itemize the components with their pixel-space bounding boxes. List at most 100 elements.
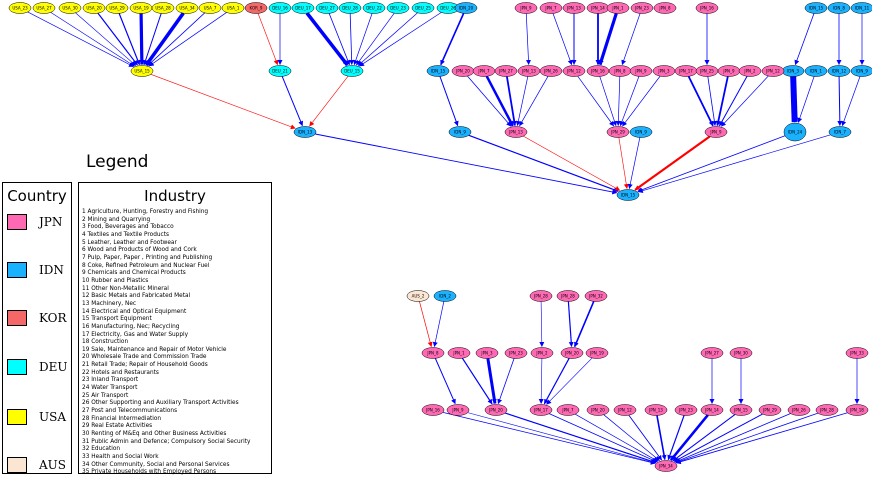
graph-node: JPN_29	[606, 126, 630, 138]
graph-node-label: JPN_28	[819, 407, 834, 412]
graph-edge	[281, 76, 304, 127]
graph-node-shape	[654, 460, 678, 472]
industry-item: 10 Rubber and Plastics	[82, 277, 149, 284]
industry-item: 26 Other Supporting and Auxiliary Transp…	[82, 400, 239, 407]
graph-node-shape	[630, 2, 654, 14]
graph-edge	[637, 134, 831, 194]
graph-node: IDN_8	[827, 2, 851, 14]
graph-node-label: JPN_7	[544, 5, 557, 10]
industry-item: 7 Pulp, Paper, Paper , Printing and Publ…	[82, 254, 213, 261]
graph-node: USA_30	[58, 2, 82, 14]
graph-node-shape	[105, 2, 129, 14]
graph-node-shape	[815, 404, 839, 416]
graph-node-shape	[584, 290, 608, 302]
graph-edge	[515, 76, 529, 127]
graph-node-shape	[804, 65, 828, 77]
graph-node: JPN_25	[695, 65, 719, 77]
graph-node-label: JPN_12	[765, 68, 780, 73]
graph-node-shape	[700, 347, 724, 359]
graph-node: JPN_29	[758, 404, 782, 416]
country-label: USA	[39, 410, 66, 424]
graph-node-label: DEU_15	[344, 68, 360, 73]
graph-edge	[519, 76, 549, 127]
graph-node-label: JPN_7	[561, 407, 574, 412]
graph-node-label: IDN_9	[454, 129, 466, 134]
graph-edge	[497, 358, 515, 405]
industry-item: 13 Machinery, Nec	[82, 300, 137, 307]
graph-node-label: JPN_29	[610, 129, 625, 134]
graph-node-label: JPN_14	[704, 407, 719, 412]
graph-edge	[440, 13, 465, 66]
graph-node: JPN_3	[652, 65, 676, 77]
graph-node: JPN_27	[494, 65, 518, 77]
country-label: IDN	[39, 263, 64, 277]
graph-node-label: IDN_1	[810, 68, 822, 73]
industry-item: 16 Manufacturing, Nec; Recycling	[82, 323, 180, 330]
graph-edge	[97, 12, 138, 66]
graph-node-shape	[530, 347, 554, 359]
graph-node-shape	[130, 65, 154, 77]
graph-node-shape	[82, 2, 106, 14]
graph-edge	[637, 135, 786, 193]
graph-edge	[627, 137, 641, 190]
graph-node-shape	[446, 404, 470, 416]
graph-edge	[667, 415, 685, 461]
graph-node: JPN_2	[530, 347, 554, 359]
graph-node: JPN_12	[562, 65, 586, 77]
graph-node-shape	[291, 2, 315, 14]
graph-node-shape	[268, 2, 292, 14]
graph-node-label: USA_7	[204, 5, 217, 10]
graph-node-shape	[850, 2, 872, 14]
graph-edge	[143, 13, 162, 66]
graph-node-shape	[315, 2, 339, 14]
graph-node-shape	[827, 65, 851, 77]
graph-node-shape	[426, 65, 450, 77]
graph-edge	[837, 76, 843, 127]
graph-edge	[467, 75, 512, 127]
graph-node: USA_20	[82, 2, 106, 14]
graph-node: JPN_1	[447, 347, 471, 359]
graph-node-label: JPN_32	[588, 293, 603, 298]
graph-node-shape	[783, 122, 807, 142]
graph-node-shape	[729, 347, 753, 359]
graph-edge	[305, 12, 349, 67]
graph-node-label: IDN_11	[855, 5, 870, 10]
graph-node-label: JPN_17	[678, 68, 693, 73]
graph-node-shape	[504, 126, 528, 138]
country-label: JPN	[39, 215, 63, 229]
graph-node-label: DEU_21	[272, 68, 288, 73]
graph-node-label: JPN_28	[533, 293, 548, 298]
graph-node-shape	[758, 404, 782, 416]
graph-node: JPN_26	[787, 404, 811, 416]
graph-node-label: DEU_16	[272, 5, 288, 10]
graph-node-label: JPN_8	[613, 68, 626, 73]
industry-legend: Industry 1 Agriculture, Hunting, Forestr…	[78, 182, 272, 475]
graph-edge	[599, 76, 617, 127]
graph-node: JPN_20	[484, 404, 508, 416]
graph-edge	[359, 12, 442, 67]
graph-node-shape	[8, 2, 32, 14]
industry-item: 4 Textiles and Textile Products	[82, 231, 170, 238]
industry-item: 9 Chemicals and Chemical Products	[82, 270, 186, 277]
graph-node-shape	[629, 65, 653, 77]
country-legend: Country JPN IDN KOR DEU USA AUS	[2, 182, 72, 474]
graph-edge	[573, 301, 595, 348]
graph-node-shape	[787, 404, 811, 416]
graph-node: JPN_9	[704, 126, 728, 138]
graph-node-shape	[421, 347, 445, 359]
graph-node-shape	[539, 2, 563, 14]
graph-node: JPN_9	[446, 404, 470, 416]
graph-node: JPN_8	[653, 2, 677, 14]
graph-node: JPN_7	[539, 2, 563, 14]
graph-edge	[790, 76, 798, 123]
graph-node-label: IDN_7	[834, 129, 846, 134]
graph-edge	[543, 358, 570, 405]
graph-edge	[144, 12, 185, 67]
graph-node-label: JPN_9	[722, 68, 735, 73]
graph-node-label: USA_23	[12, 5, 28, 10]
graph-edge	[468, 134, 619, 193]
industry-item: 29 Real Estate Activities	[82, 423, 153, 430]
graph-node: JPN_20	[560, 347, 584, 359]
graph-edge	[148, 12, 227, 67]
graph-edge	[634, 135, 711, 191]
